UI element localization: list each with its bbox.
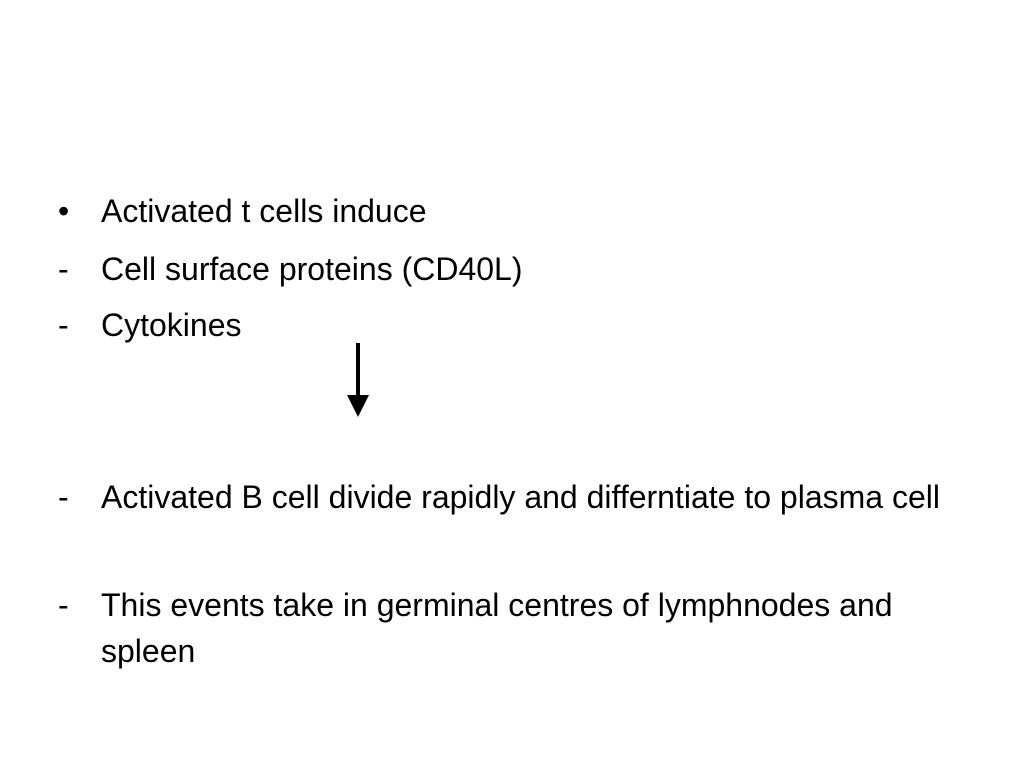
bullet-marker: •: [58, 193, 70, 229]
bullet-item-activated-b-cell: - Activated B cell divide rapidly and di…: [58, 474, 958, 520]
down-arrow-icon: [347, 343, 369, 417]
bullet-text: Activated B cell divide rapidly and diff…: [101, 479, 940, 515]
dash-marker: -: [58, 587, 69, 623]
bullet-text: This events take in germinal centres of …: [101, 587, 893, 669]
bullet-item-germinal-centres: - This events take in germinal centres o…: [58, 582, 958, 674]
bullet-item-cell-surface-proteins: - Cell surface proteins (CD40L): [58, 246, 958, 292]
dash-marker: -: [58, 479, 69, 515]
dash-marker: -: [58, 307, 69, 343]
dash-marker: -: [58, 251, 69, 287]
bullet-text: Cell surface proteins (CD40L): [101, 251, 523, 287]
bullet-item-activated-t-cells: • Activated t cells induce: [58, 188, 958, 234]
bullet-item-cytokines: - Cytokines: [58, 302, 958, 348]
bullet-text: Cytokines: [101, 307, 242, 343]
bullet-text: Activated t cells induce: [101, 193, 427, 229]
